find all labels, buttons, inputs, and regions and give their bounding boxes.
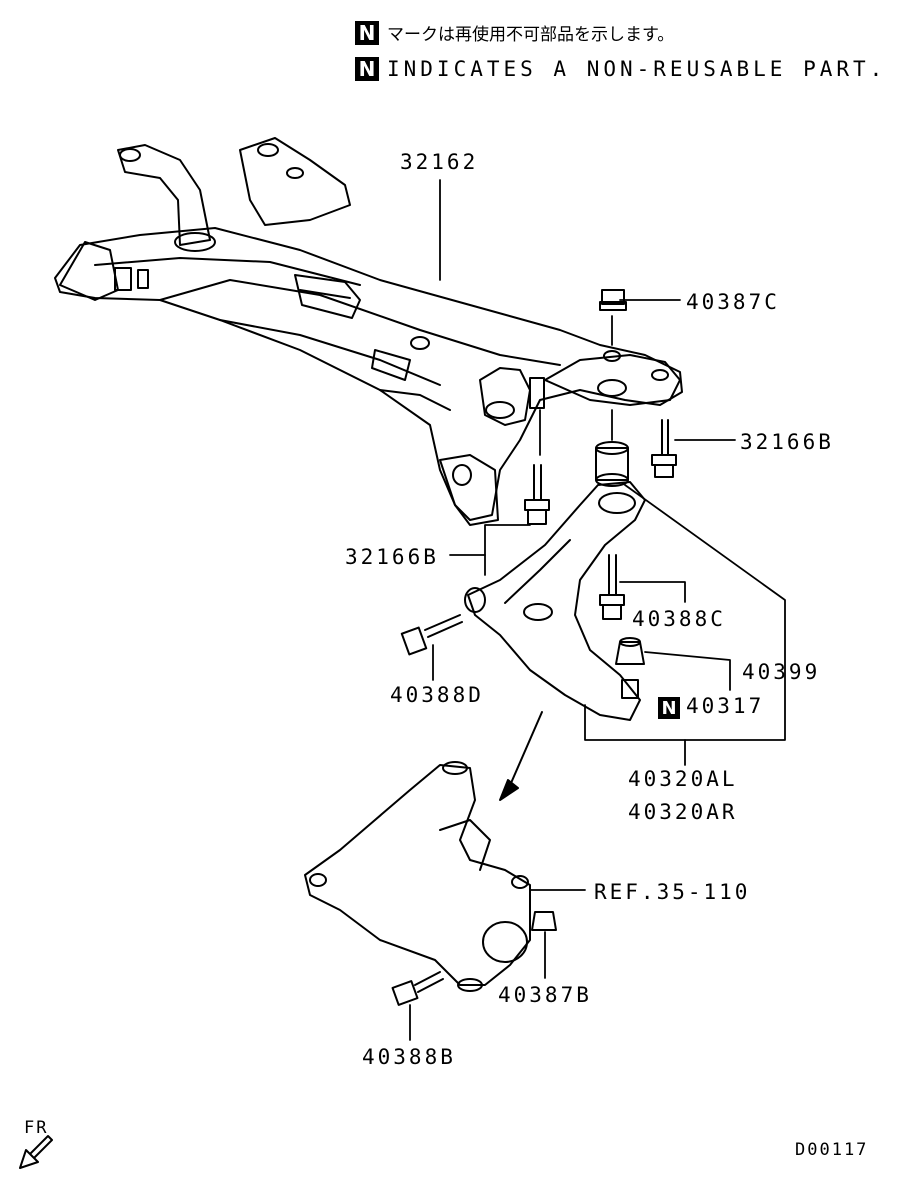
legend-japanese: N マークは再使用不可部品を示します。	[355, 20, 674, 45]
label-40388b: 40388B	[362, 1045, 456, 1069]
label-32162: 32162	[400, 150, 479, 174]
label-front: FR	[24, 1118, 49, 1138]
non-reusable-symbol: N	[658, 697, 680, 719]
label-40320ar: 40320AR	[628, 800, 738, 824]
non-reusable-symbol: N	[355, 57, 379, 81]
nut-40387b-drawing	[531, 911, 557, 931]
diagram-id: D00117	[795, 1140, 869, 1160]
label-40388c: 40388C	[632, 607, 726, 631]
bolt-40388d-drawing	[400, 614, 463, 656]
label-40399: 40399	[742, 660, 821, 684]
legend-japanese-text: マークは再使用不可部品を示します。	[387, 25, 675, 45]
nut-40387c-drawing	[599, 289, 627, 311]
assembly-arrow	[499, 711, 543, 801]
label-ref-35-110: REF.35-110	[594, 880, 751, 904]
bolt-32166b-left-drawing	[524, 464, 550, 525]
bolt-40388c-drawing	[599, 554, 625, 620]
knuckle-drawing	[304, 761, 531, 992]
front-direction-arrow	[19, 1135, 53, 1169]
lower-arm-drawing	[464, 481, 646, 721]
label-40388d: 40388D	[390, 683, 484, 707]
label-40320al: 40320AL	[628, 767, 738, 791]
bushing-drawing	[595, 441, 629, 487]
label-40387b: 40387B	[498, 983, 592, 1007]
leader-lines	[409, 179, 786, 1041]
label-40317: 40317	[686, 694, 765, 718]
label-40387c: 40387C	[686, 290, 780, 314]
non-reusable-symbol: N	[355, 20, 379, 45]
crossmember-drawing	[54, 137, 683, 526]
legend-english-text: INDICATES A NON-REUSABLE PART.	[387, 57, 887, 81]
bolt-32166b-right-drawing	[651, 419, 677, 478]
label-32166b-left: 32166B	[345, 545, 439, 569]
label-32166b-right: 32166B	[740, 430, 834, 454]
legend-english: N INDICATES A NON-REUSABLE PART.	[355, 57, 886, 81]
bolt-40388b-drawing	[391, 971, 444, 1006]
nut-40317-drawing	[615, 637, 645, 665]
